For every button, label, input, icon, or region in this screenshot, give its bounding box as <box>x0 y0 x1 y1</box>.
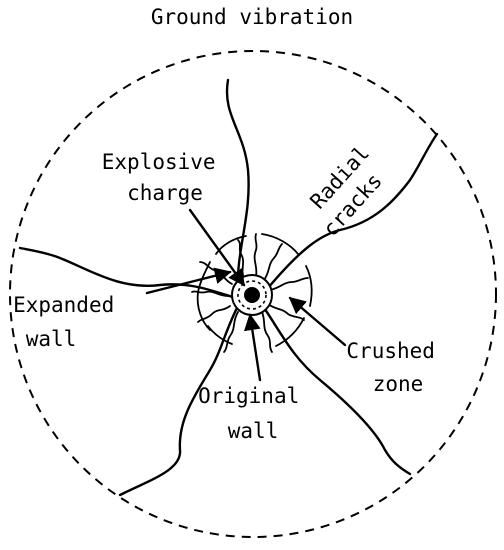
radial-crack-left <box>18 246 238 300</box>
ground-vibration-boundary <box>9 50 497 538</box>
radial-cracks-label: Radial cracks <box>306 141 387 241</box>
expanded-wall-label: Expanded wall <box>13 293 127 351</box>
original-wall-arrow <box>243 313 262 382</box>
explosive-charge-dot <box>244 287 260 303</box>
explosive-charge-arrow <box>188 208 246 287</box>
crushed-zone-arrow <box>288 296 347 347</box>
pointer-arrows <box>145 208 347 382</box>
radial-crack-upper-right <box>266 132 439 290</box>
expanded-wall-arrow <box>145 267 232 295</box>
radial-cracks <box>18 78 439 497</box>
radial-crack-lower-right <box>258 300 412 476</box>
original-wall-circle <box>237 280 267 310</box>
diagram-title: Ground vibration <box>151 5 353 29</box>
radial-crack-lower-left <box>118 300 242 497</box>
original-wall-label: Original wall <box>198 384 312 443</box>
radial-crack-top <box>225 78 250 292</box>
explosive-charge-label: Explosive charge <box>102 150 228 205</box>
crushed-zone-label: Crushed zone <box>346 339 447 396</box>
